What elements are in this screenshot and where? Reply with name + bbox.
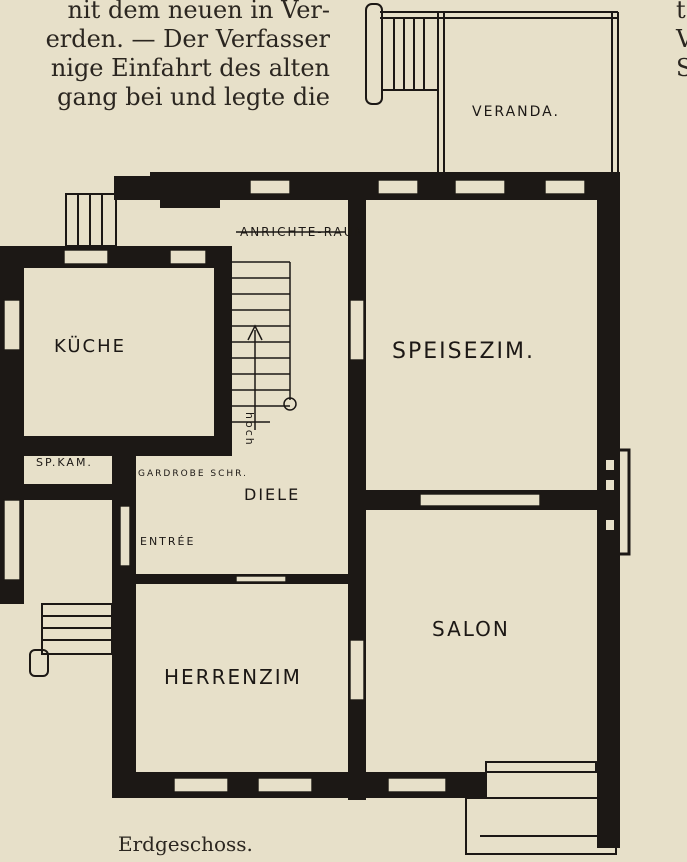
wall-pantry-east [112, 436, 136, 516]
edge-letter: t [676, 0, 686, 24]
west-steps [29, 603, 113, 677]
label-veranda: VERANDA. [472, 104, 560, 120]
window [63, 249, 109, 265]
text-line: nige Einfahrt des alten [50, 54, 330, 82]
east-bay [601, 448, 631, 556]
window [544, 179, 586, 195]
text-line: nit dem neuen in Ver- [67, 0, 330, 24]
window [349, 639, 365, 701]
label-entree: ENTRÉE [140, 535, 195, 548]
veranda [365, 3, 619, 172]
label-herrenzim: HERRENZIM [164, 665, 302, 689]
door [235, 575, 287, 583]
label-sp-kam: SP.KAM. [36, 456, 93, 469]
edge-letter: V [676, 25, 687, 53]
wall-pantry-south [0, 484, 136, 500]
south-bay [465, 761, 617, 855]
label-salon: SALON [432, 617, 510, 641]
text-line: erden. — Der Verfasser [45, 25, 330, 53]
label-diele: DIELE [244, 485, 300, 504]
wall-kitchen-east [214, 246, 232, 456]
figure-caption: Erdgeschoss. [118, 832, 253, 856]
label-garderobe: GARDROBE SCHR. [138, 469, 248, 479]
label-anrichteraum: ANRICHTE-RAUM [240, 225, 367, 239]
window [119, 505, 131, 567]
label-stair-note: hoch [243, 412, 256, 447]
wall-east [597, 172, 620, 848]
window [377, 179, 419, 195]
north-steps [65, 193, 117, 247]
window [454, 179, 506, 195]
body-text-fragment: nit dem neuen in Ver- erden. — Der Verfa… [0, 0, 330, 112]
window [3, 499, 21, 581]
window [257, 777, 313, 793]
wall-annex-2 [160, 196, 220, 208]
edge-text-fragment: t V S [676, 0, 687, 83]
window [173, 777, 229, 793]
edge-letter: S [676, 54, 687, 82]
label-kuche: KÜCHE [54, 335, 126, 357]
walls [0, 172, 620, 848]
window [349, 299, 365, 361]
interior-stair [232, 231, 346, 430]
window [169, 249, 207, 265]
partition-door [419, 493, 541, 507]
window [387, 777, 447, 793]
wall-interior-vertical [348, 200, 366, 800]
wall-annex [114, 176, 164, 200]
window [249, 179, 291, 195]
window [3, 299, 21, 351]
windows [3, 179, 586, 793]
text-line: gang bei und legte die [57, 83, 330, 111]
label-speisezim: SPEISEZIM. [392, 339, 535, 364]
